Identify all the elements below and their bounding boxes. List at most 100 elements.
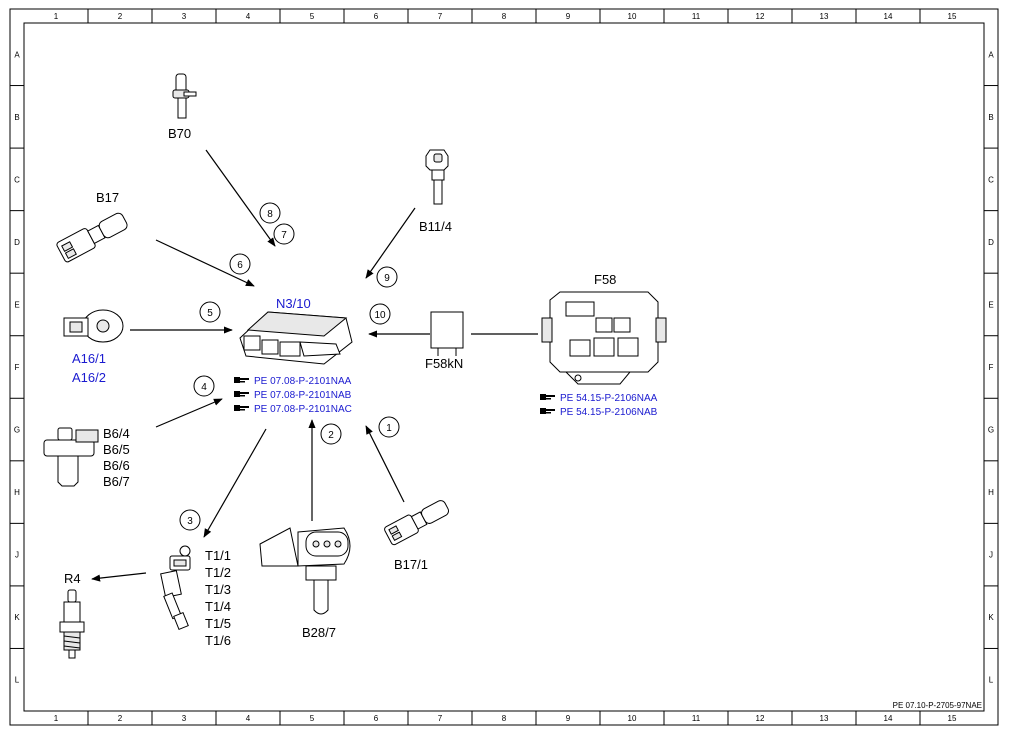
ref-n3-10-1[interactable]: PE 07.08-P-2101NAA — [254, 376, 352, 387]
grid-col-label: 4 — [246, 12, 251, 21]
a16-knock-sensor-icon — [63, 309, 124, 343]
svg-text:2: 2 — [328, 430, 334, 441]
inner-frame — [23, 22, 985, 712]
grid-col-label: 8 — [502, 12, 507, 21]
grid-col-label: 11 — [692, 714, 701, 723]
label-t1-3: T1/3 — [205, 582, 231, 597]
grid-col-label: 14 — [884, 12, 893, 21]
arrow-b11-4 — [365, 207, 416, 279]
callout-2: 2 — [320, 423, 342, 445]
b28-7-pressure-sensor-icon — [259, 527, 351, 615]
t1-ignition-coil-icon — [160, 545, 191, 631]
grid-col-label: 4 — [246, 714, 251, 723]
ref-n3-10-2[interactable]: PE 07.08-P-2101NAB — [254, 390, 352, 401]
label-b6-7: B6/7 — [103, 474, 130, 489]
pointing-hand-icon — [540, 394, 555, 400]
arrow-b70 — [205, 149, 276, 247]
b6-camshaft-sensor-icon — [43, 427, 99, 487]
connection-lines — [91, 149, 538, 582]
arrow-t1 — [203, 428, 267, 538]
label-f58: F58 — [594, 272, 616, 287]
svg-text:3: 3 — [187, 516, 193, 527]
callout-9: 9 — [376, 266, 398, 288]
ref-f58-2[interactable]: PE 54.15-P-2106NAB — [560, 407, 658, 418]
callout-10: 10 — [369, 303, 391, 325]
r4-spark-plug-icon — [59, 589, 85, 659]
label-f58kn: F58kN — [425, 356, 463, 371]
label-t1-4: T1/4 — [205, 599, 231, 614]
grid-row-label: E — [14, 300, 19, 309]
f58-references: PE 54.15-P-2106NAA PE 54.15-P-2106NAB — [540, 393, 658, 418]
grid-row-label: J — [989, 551, 993, 560]
b11-4-sensor-icon — [425, 149, 449, 205]
label-r4: R4 — [64, 571, 81, 586]
grid-row-label: K — [14, 613, 20, 622]
grid-col-label: 8 — [502, 714, 507, 723]
svg-text:8: 8 — [267, 209, 273, 220]
drawing-number: PE 07.10-P-2705-97NAE — [893, 701, 982, 710]
grid-row-label: F — [15, 363, 20, 372]
pointing-hand-icon — [234, 405, 249, 411]
grid-col-label: 11 — [692, 12, 701, 21]
grid-row-label: L — [989, 676, 994, 685]
b17-1-sensor-icon — [384, 500, 449, 546]
grid-col-label: 5 — [310, 714, 315, 723]
b17-sensor-icon — [56, 212, 128, 263]
grid-row-label: C — [14, 175, 20, 184]
grid-row-label: E — [988, 300, 993, 309]
arrow-b17 — [155, 239, 255, 287]
label-a16-1: A16/1 — [72, 351, 106, 366]
grid-row-label: G — [14, 426, 20, 435]
grid-row-label: C — [988, 175, 994, 184]
n3-10-control-unit-icon — [239, 311, 353, 365]
label-a16-2: A16/2 — [72, 370, 106, 385]
grid-col-label: 5 — [310, 12, 315, 21]
grid-col-label: 10 — [628, 714, 637, 723]
grid-row-label: F — [989, 363, 994, 372]
grid-row-label: D — [14, 238, 20, 247]
grid-col-label: 14 — [884, 714, 893, 723]
grid-row-label: G — [988, 426, 994, 435]
grid-col-label: 6 — [374, 714, 379, 723]
grid-col-label: 13 — [820, 12, 829, 21]
svg-text:5: 5 — [207, 308, 213, 319]
svg-text:9: 9 — [384, 273, 390, 284]
grid-col-label: 7 — [438, 12, 443, 21]
label-b6-6: B6/6 — [103, 458, 130, 473]
label-b11-4: B11/4 — [419, 219, 452, 234]
grid-row-label: L — [15, 676, 20, 685]
grid-row-label: D — [988, 238, 994, 247]
arrow-r4 — [91, 572, 147, 582]
grid-col-label: 15 — [948, 12, 957, 21]
grid-row-label: H — [14, 488, 20, 497]
callout-6: 6 — [229, 253, 251, 275]
label-b6-5: B6/5 — [103, 442, 130, 457]
grid-col-label: 15 — [948, 714, 957, 723]
callout-4: 4 — [193, 375, 215, 397]
grid-col-label: 1 — [54, 714, 59, 723]
grid-col-label: 9 — [566, 12, 571, 21]
pointing-hand-icon — [540, 408, 555, 414]
grid-col-label: 6 — [374, 12, 379, 21]
label-b70: B70 — [168, 126, 191, 141]
label-b17: B17 — [96, 190, 119, 205]
grid-col-label: 3 — [182, 12, 187, 21]
ref-n3-10-3[interactable]: PE 07.08-P-2101NAC — [254, 404, 352, 415]
callouts: 1 2 3 4 5 6 7 8 9 10 — [179, 202, 400, 531]
grid-labels: 1122334455667788991010111112121313141415… — [14, 12, 994, 723]
grid-row-label: K — [988, 613, 994, 622]
grid-row-label: B — [988, 113, 993, 122]
f58-fuse-box-icon — [541, 291, 667, 385]
grid-col-label: 7 — [438, 714, 443, 723]
n3-10-references: PE 07.08-P-2101NAA PE 07.08-P-2101NAB PE… — [234, 376, 352, 415]
arrow-b6 — [155, 398, 223, 428]
grid-col-label: 2 — [118, 12, 123, 21]
grid-col-label: 3 — [182, 714, 187, 723]
svg-text:7: 7 — [281, 230, 287, 241]
pointing-hand-icon — [234, 377, 249, 383]
ref-f58-1[interactable]: PE 54.15-P-2106NAA — [560, 393, 658, 404]
label-b17-1: B17/1 — [394, 557, 428, 572]
grid-col-label: 9 — [566, 714, 571, 723]
grid-col-label: 2 — [118, 714, 123, 723]
